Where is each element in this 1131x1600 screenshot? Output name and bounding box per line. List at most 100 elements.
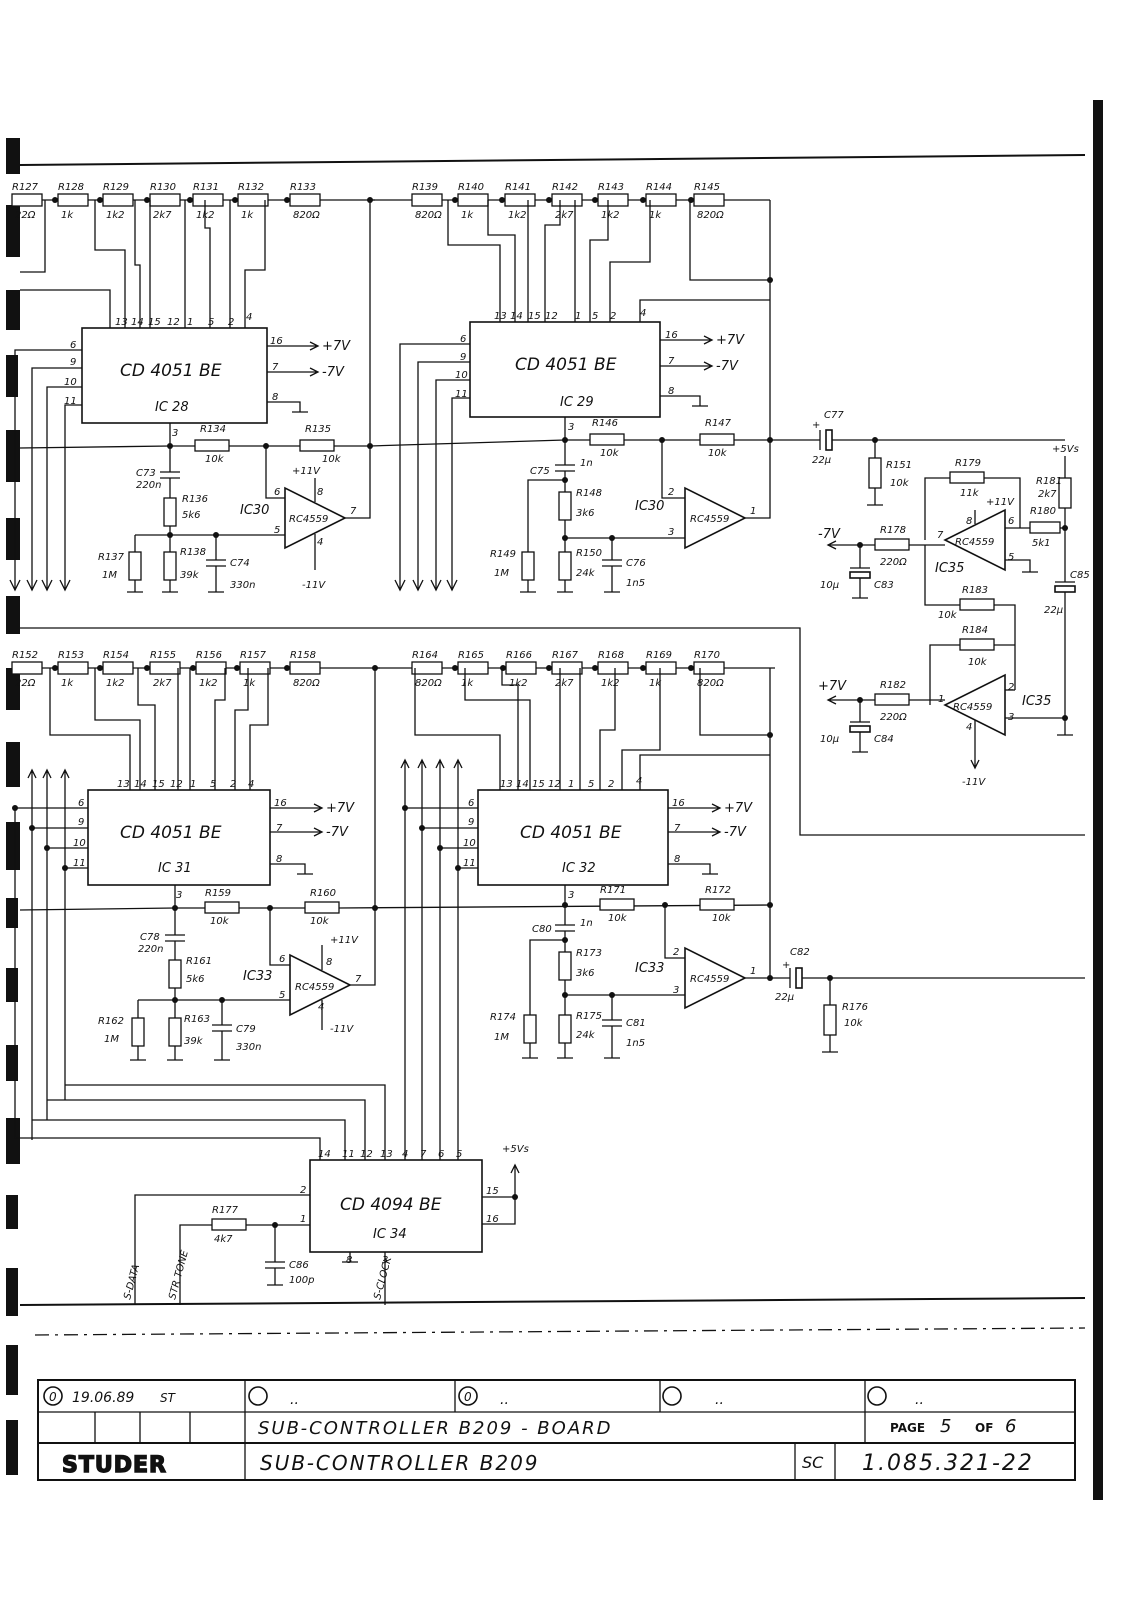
component-value: 24k [576,1030,596,1041]
document-number: 1.085.321-22 [862,1451,1034,1476]
resistor-body [457,661,489,675]
opamp-part: RC4559 [295,982,334,993]
svg-text:3: 3 [568,890,574,901]
component-ref: R172 [705,885,731,896]
pin-label: 12 [360,1149,373,1160]
pin-label: 4 [317,537,323,548]
svg-text:9: 9 [78,817,84,828]
component-ref: R174 [490,1012,516,1023]
pin-label: 16 [270,336,283,347]
component-ref: R131 [193,182,219,193]
junction-dot [592,197,598,203]
component-value: 10µ [820,734,839,745]
component-ref: R146 [592,418,618,429]
component-ref: R180 [1030,506,1056,517]
component-ref: R135 [305,424,331,435]
opamp-ref: IC35 [1022,694,1051,709]
svg-text:8: 8 [326,957,332,968]
component-value: 10k [938,610,958,621]
pin-label: 7 [668,356,675,367]
ic29-part: CD 4051 BE [515,355,617,375]
pin-label: 5 [592,311,598,322]
pin-label: 11 [342,1149,355,1160]
junction-dot [187,197,193,203]
component-ref: R149 [490,549,516,560]
component-value: 1M [494,1032,509,1043]
svg-text:2: 2 [230,779,236,790]
component-value: 1n [580,918,593,929]
junction-dot [190,665,196,671]
revision-mark: 0 [49,1390,57,1404]
pin-label: 8 [346,1255,352,1266]
svg-text:8: 8 [674,854,680,865]
pin-label: 6 [70,340,76,351]
svg-text:10: 10 [463,838,476,849]
ic28-box [81,327,268,424]
binder-marks [6,100,1103,1500]
supply-label: +5Vs [502,1144,529,1155]
component-value: 22µ [812,455,831,466]
pin-label: 2 [1008,682,1014,693]
ic29-box [469,321,661,418]
component-value: 220Ω [880,712,907,723]
resistor-body [289,661,321,675]
component-value: 4k7 [214,1234,233,1245]
pin-label: 3 [668,527,674,538]
pin-label: 2 [610,311,616,322]
resistor-body [505,661,537,675]
svg-text:7: 7 [276,823,283,834]
revision-col: .. [290,1392,299,1408]
pin-label: 8 [966,516,972,527]
component-value: 100p [289,1275,314,1286]
resistor-body [195,661,227,675]
component-value: 1k [243,678,256,689]
component-ref: R140 [458,182,484,193]
component-value: 1k [61,210,74,221]
page-number: 5 [940,1416,951,1437]
component-ref: R176 [842,1002,868,1013]
pin-label: 13 [494,311,507,322]
block-ic29: R139820ΩR1401kR1411k2R1422k7R1431k2R1441… [369,182,820,593]
component-ref: R147 [705,418,732,429]
ic31-box [87,789,271,886]
component-ref: R152 [12,650,38,661]
component-value: 820Ω [293,210,320,221]
component-ref: C80 [532,924,552,935]
resistor-body [149,661,181,675]
svg-text:1: 1 [568,779,574,790]
component-value: 1k [461,210,474,221]
pin-label: 8 [317,487,323,498]
svg-text:11: 11 [73,858,86,869]
supply-label: +11V [330,935,359,946]
page-total: 6 [1005,1416,1016,1437]
pin-label: 4 [640,308,646,319]
junction-dot [452,197,458,203]
revision-date: 19.06.89 [72,1390,134,1406]
junction-dot [592,665,598,671]
component-ref: R139 [412,182,438,193]
ic32-part: CD 4051 BE [520,823,622,843]
component-ref: R166 [506,650,532,661]
component-value: 5k6 [186,974,205,985]
resistor-body [597,661,629,675]
component-ref: R161 [186,956,212,967]
resistor-body [411,193,443,207]
component-ref: R167 [552,650,579,661]
component-value: 1k2 [106,678,125,689]
component-value: 820Ω [697,210,724,221]
opamp-ref: IC30 [635,499,664,514]
component-value: 1M [494,568,509,579]
component-value: 10k [890,478,910,489]
opamp-part: RC4559 [953,702,992,713]
pin-label: 15 [528,311,541,322]
svg-text:12: 12 [170,779,183,790]
component-value: 820Ω [415,210,442,221]
resistor-body [149,193,181,207]
component-ref: C76 [626,558,646,569]
svg-text:3: 3 [673,985,679,996]
resistor-body [551,193,583,207]
svg-text:5: 5 [279,990,285,1001]
component-ref: R155 [150,650,176,661]
pin-label: 16 [665,330,678,341]
